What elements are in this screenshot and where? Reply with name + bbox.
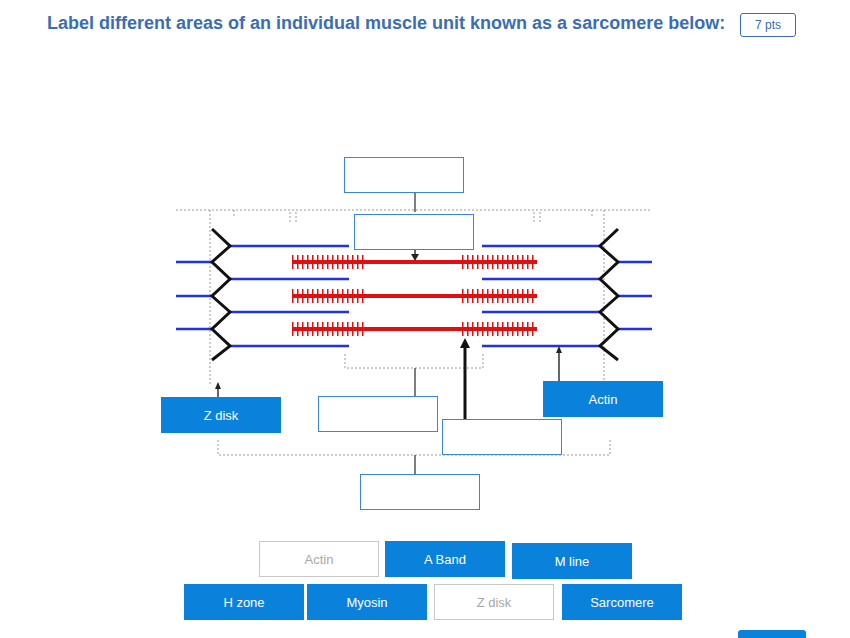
bracket [345, 354, 483, 368]
dotted-guide [176, 210, 652, 211]
arrow-head [460, 338, 470, 348]
tile-text: 7 pts [755, 18, 781, 32]
myosin-filament [292, 262, 537, 329]
tile-text: Z disk [204, 408, 239, 423]
label-tile: H zone [184, 584, 304, 620]
actin-filament [176, 246, 652, 346]
leader-line [414, 193, 416, 212]
placed-label: Actin [543, 381, 663, 417]
used-label-tile: Z disk [434, 584, 554, 620]
leader-line [414, 455, 416, 474]
tile-text: Z disk [477, 595, 512, 610]
button-edge [738, 630, 806, 638]
arrow-head [215, 382, 221, 389]
label-tile: Myosin [307, 584, 427, 620]
dotted-guide [210, 210, 211, 385]
arrow-head [556, 346, 562, 353]
label-tile: A Band [385, 541, 505, 577]
leader-line [217, 388, 219, 397]
tile-text: H zone [223, 595, 264, 610]
leader-line [414, 368, 416, 396]
label-tile: M line [512, 543, 632, 579]
tile-text: Sarcomere [590, 595, 654, 610]
question-title: Label different areas of an individual m… [47, 12, 727, 34]
drop-zone [319, 158, 562, 510]
z-disk-zigzag [600, 229, 618, 360]
z-disk-zigzag [212, 229, 230, 360]
tile-text: Actin [589, 392, 618, 407]
tile-text: Myosin [346, 595, 387, 610]
leader-line [558, 352, 560, 381]
label-tile: Sarcomere [562, 584, 682, 620]
tile-text: Actin [305, 552, 334, 567]
placed-label: Z disk [161, 397, 281, 433]
used-label-tile: Actin [259, 541, 379, 577]
points-badge: 7 pts [740, 13, 796, 37]
arrow-head [411, 254, 419, 261]
tile-text: M line [555, 554, 590, 569]
dotted-guide [604, 210, 605, 385]
leader-line [464, 346, 467, 419]
tile-text: A Band [424, 552, 466, 567]
